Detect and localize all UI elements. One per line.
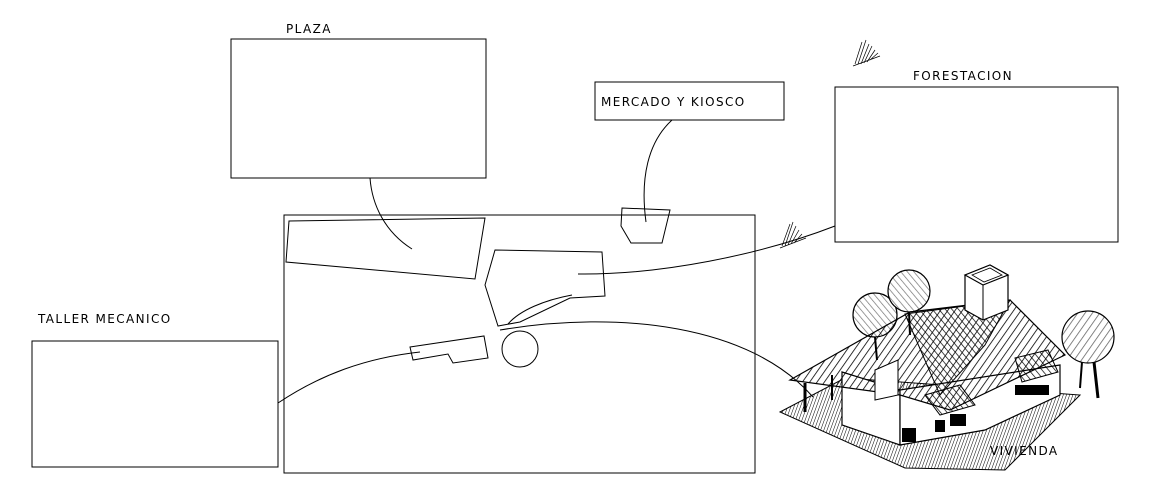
tree-symbol-small-top [852, 39, 881, 67]
house-illustration [778, 264, 1115, 471]
tree-right-icon [1061, 310, 1115, 399]
zone-plaza [285, 217, 486, 280]
site-boundary [283, 214, 756, 474]
leader-forestacion [577, 225, 836, 275]
zone-vivienda [501, 330, 539, 368]
forestacion-box [834, 86, 1119, 243]
leader-plaza [369, 177, 413, 250]
leader-vivienda [499, 321, 814, 398]
forestacion-label: FORESTACION [913, 69, 1013, 83]
zone-mercado [620, 207, 671, 244]
leader-center [507, 294, 573, 325]
taller-label: TALLER MECANICO [37, 312, 172, 326]
zone-taller [409, 335, 489, 364]
plaza-label: PLAZA [286, 22, 332, 36]
tree-symbol-small-mid [779, 221, 807, 249]
mercado-label: MERCADO Y KIOSCO [601, 95, 746, 109]
mercado-box [594, 81, 785, 121]
leader-mercado [643, 119, 673, 223]
leader-taller [277, 351, 421, 404]
plaza-box [230, 38, 487, 179]
taller-box [31, 340, 279, 468]
zone-center [484, 249, 606, 327]
